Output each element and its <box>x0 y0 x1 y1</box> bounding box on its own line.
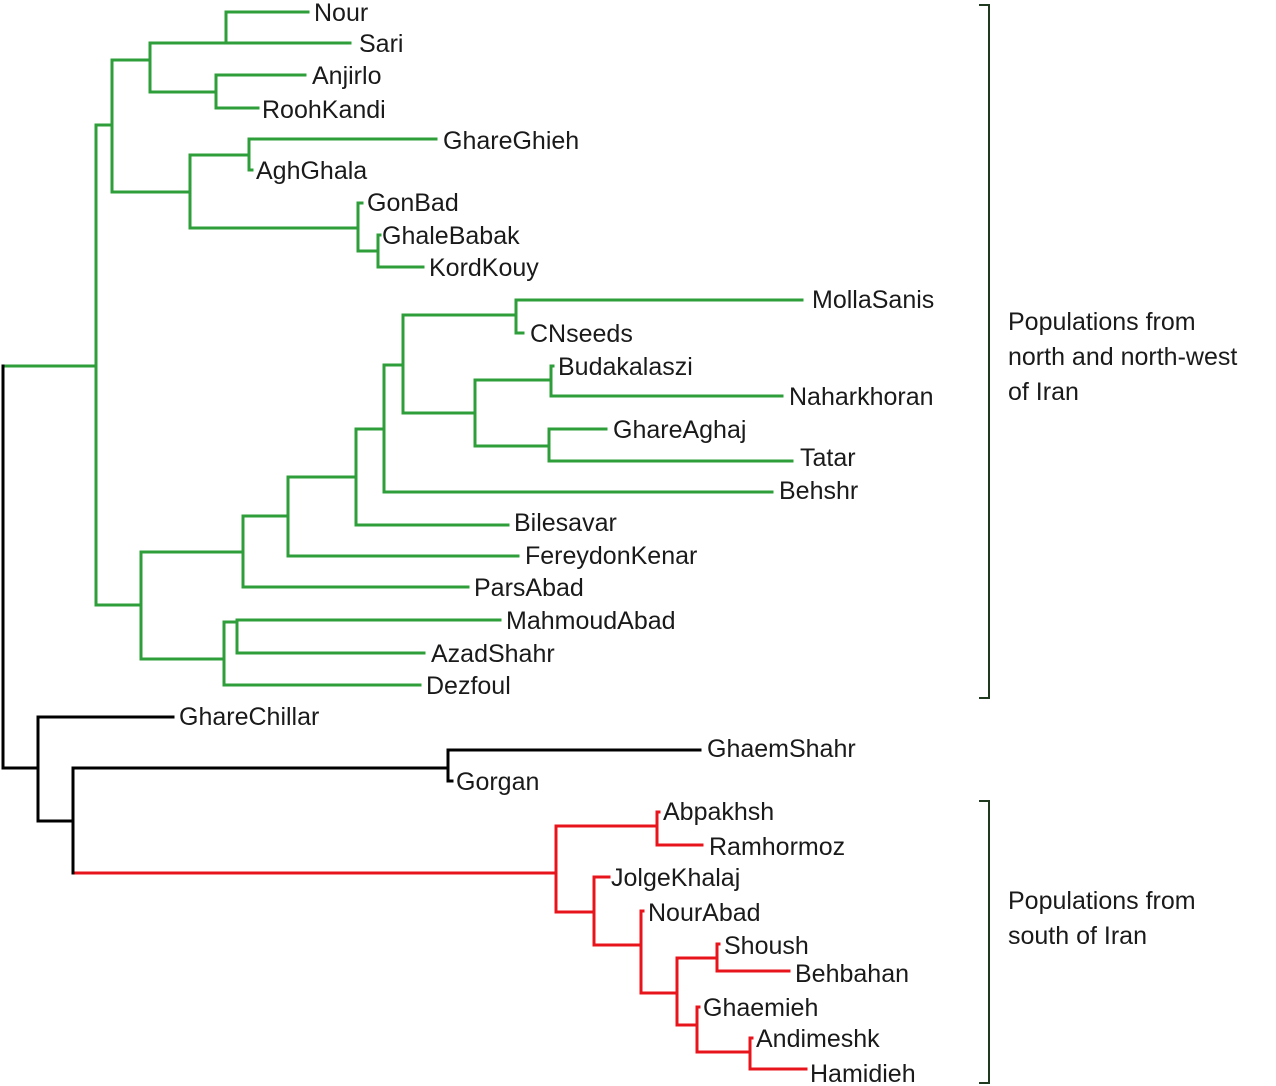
leaf-label-cnseeds: CNseeds <box>530 320 633 348</box>
leaf-label-anjirlo: Anjirlo <box>312 62 381 90</box>
leaf-label-hamidieh: Hamidieh <box>810 1060 916 1086</box>
leaf-label-azadshahr: AzadShahr <box>431 640 555 668</box>
leaf-label-sari: Sari <box>359 30 403 58</box>
leaf-label-aghghala: AghGhala <box>256 157 367 185</box>
north-group-label: Populations from <box>1008 308 1196 336</box>
leaf-label-ghaemshahr: GhaemShahr <box>707 735 856 763</box>
leaf-label-gharegieh: GhareGhieh <box>443 127 579 155</box>
leaf-label-kordkouy: KordKouy <box>429 254 539 282</box>
north-group-label: north and north-west <box>1008 343 1237 371</box>
leaf-label-gorgan: Gorgan <box>456 768 539 796</box>
leaf-label-ramhormoz: Ramhormoz <box>709 833 845 861</box>
south-group-bracket <box>979 800 990 1084</box>
south-group-label: Populations from <box>1008 887 1196 915</box>
north-group-label: of Iran <box>1008 378 1079 406</box>
leaf-label-mollasanis: MollaSanis <box>812 286 934 314</box>
leaf-label-mahmoudabad: MahmoudAbad <box>506 607 676 635</box>
leaf-label-jolgekhalaj: JolgeKhalaj <box>611 864 740 892</box>
leaf-label-behbahan: Behbahan <box>795 960 909 988</box>
leaf-label-naharkhoran: Naharkhoran <box>789 383 934 411</box>
leaf-label-budakalaszi: Budakalaszi <box>558 353 693 381</box>
leaf-label-gonbad: GonBad <box>367 189 459 217</box>
leaf-label-andimeshk: Andimeshk <box>756 1025 880 1053</box>
leaf-label-ghareaghaj: GhareAghaj <box>613 416 746 444</box>
leaf-label-behshr: Behshr <box>779 477 858 505</box>
dendrogram-branches <box>1 10 808 1071</box>
group-labels: Populations from north and north-west of I… <box>1008 308 1237 950</box>
leaf-label-dezfoul: Dezfoul <box>426 672 511 700</box>
leaf-label-parsabad: ParsAbad <box>474 574 584 602</box>
leaf-label-ghalebabak: GhaleBabak <box>382 222 520 250</box>
leaf-label-nourabad: NourAbad <box>648 899 761 927</box>
leaf-label-tatar: Tatar <box>800 444 856 472</box>
leaf-label-bilesavar: Bilesavar <box>514 509 617 537</box>
leaf-label-nour: Nour <box>314 0 368 27</box>
south-group-label: south of Iran <box>1008 922 1147 950</box>
leaf-label-shoush: Shoush <box>724 932 809 960</box>
north-group-bracket <box>979 4 990 699</box>
leaf-label-roohkandi: RoohKandi <box>262 96 386 124</box>
dendrogram-leaf-labels: NourSariAnjirloRoohKandiGhareGhiehAghGha… <box>179 0 934 1086</box>
leaf-label-abpakhsh: Abpakhsh <box>663 798 774 826</box>
leaf-label-ghaemieh: Ghaemieh <box>703 994 818 1022</box>
leaf-label-fereydonkenar: FereydonKenar <box>525 542 697 570</box>
leaf-label-gharechillar: GhareChillar <box>179 703 319 731</box>
group-brackets <box>979 4 990 1084</box>
